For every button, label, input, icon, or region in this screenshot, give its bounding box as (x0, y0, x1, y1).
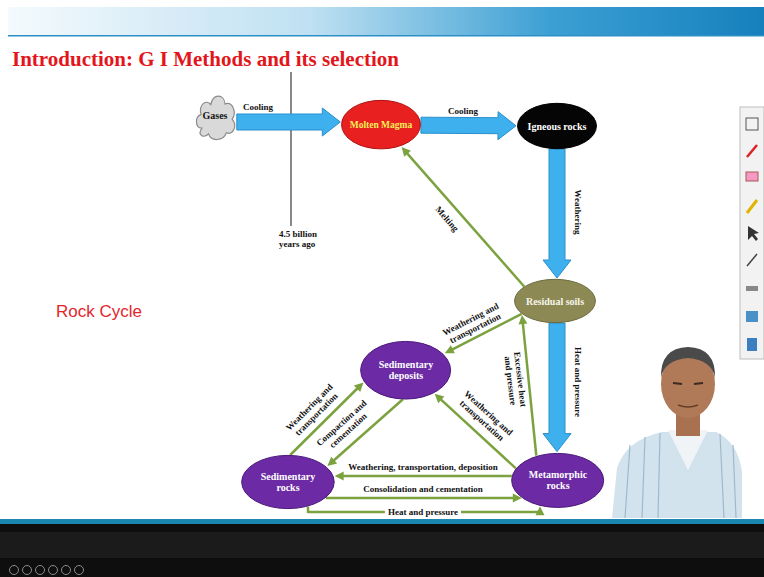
tool-icon (746, 118, 758, 130)
ellipse-shape (512, 453, 604, 507)
node-text-group: Residual soils (526, 296, 584, 307)
edge-label: Excessive heat and pressure (501, 346, 530, 414)
ellipse-node: Igneous rocks (517, 103, 597, 149)
cloud-node: Gases (193, 87, 238, 146)
slide-title: Introduction: G I Methods and its select… (12, 47, 399, 72)
player-strip (0, 532, 764, 558)
edge-label: Weathering (573, 190, 583, 235)
ellipse-shape (518, 103, 597, 148)
ellipse-shape (242, 455, 335, 508)
header-band (8, 7, 764, 36)
footer-rule (0, 519, 764, 524)
ellipse-shape (342, 101, 421, 150)
edge-label: Heat and pressure (573, 347, 583, 417)
node-label: Igneous rocks (528, 121, 587, 132)
edge-label: Cooling (243, 102, 273, 112)
node-label: Residual soils (526, 296, 584, 307)
arrow-body (543, 149, 571, 278)
cloud-shape (196, 96, 234, 139)
arrow-body (421, 112, 516, 140)
ellipse-node: Residual soils (514, 279, 596, 323)
node-text-group: Sedimentary deposits (373, 359, 439, 381)
ellipse-node: Metamorphic rocks (511, 453, 604, 508)
edge-label: Weathering, transportation, deposition (348, 462, 498, 472)
eye (673, 383, 682, 384)
process-arrow (421, 112, 516, 140)
tool-icon (747, 338, 757, 351)
pen-toolbar (740, 107, 764, 359)
tool-icon (747, 200, 757, 213)
tool-icon (746, 311, 758, 322)
hair (661, 347, 715, 378)
node-text-group: Igneous rocks (528, 121, 587, 132)
arrow-body (543, 323, 571, 452)
slide-subtitle: Rock Cycle (56, 302, 142, 322)
edge-label: Weathering and transportation (436, 298, 510, 349)
arrow-line (343, 475, 512, 478)
arrow-line (326, 497, 514, 500)
process-arrow (543, 323, 571, 452)
arrow-head (335, 472, 344, 481)
toolbar-panel (740, 107, 764, 359)
tool-icon (747, 254, 757, 266)
tool-icon (747, 145, 757, 157)
node-text-group: Molten Magma (350, 120, 413, 130)
cycle-arrow (335, 472, 512, 481)
process-arrow (237, 108, 340, 136)
time-line (291, 72, 292, 226)
ellipse-node: Molten Magma (341, 100, 421, 149)
tool-icon (746, 172, 758, 181)
node-label: Molten Magma (350, 120, 413, 130)
cycle-arrow (326, 494, 522, 503)
player-bar (0, 524, 764, 577)
tool-icon (746, 286, 758, 291)
edge-label: Heat and pressure (385, 507, 461, 517)
node-label: Sedimentary rocks (255, 471, 321, 493)
node-text-group: Gases (202, 110, 227, 121)
node-label: Metamorphic rocks (525, 469, 591, 491)
ellipse-shape (515, 279, 596, 322)
edge-label: Cooling (448, 106, 478, 116)
process-arrow (543, 149, 571, 278)
edge-label: Consolidation and cementation (363, 484, 483, 494)
node-text-group: Metamorphic rocks (525, 469, 591, 491)
presenter-video (612, 347, 742, 518)
arrow-line (407, 153, 524, 286)
eye (694, 383, 703, 384)
mouth (678, 405, 698, 407)
player-icons (10, 566, 84, 575)
node-label: Gases (202, 110, 227, 121)
node-text-group: Sedimentary rocks (255, 471, 321, 493)
time-note: 4.5 billion years ago (279, 229, 331, 250)
node-label: Sedimentary deposits (373, 359, 439, 381)
ellipse-node: Sedimentary rocks (241, 455, 335, 509)
edge-label: Melting (433, 204, 460, 233)
cycle-arrow (402, 147, 525, 286)
ellipse-shape (361, 341, 451, 399)
arrow-body (237, 108, 340, 136)
tool-icon (748, 226, 759, 241)
ellipse-node: Sedimentary deposits (360, 341, 451, 399)
header-rule (8, 35, 764, 37)
